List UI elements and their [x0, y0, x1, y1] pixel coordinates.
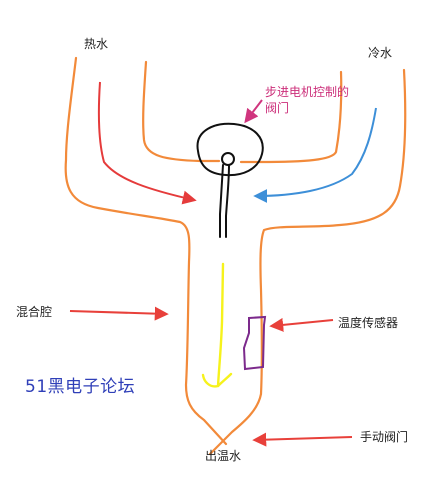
mixing-chamber-pointer-arrow [69, 306, 169, 321]
hot-water-label: 热水 [84, 37, 109, 51]
pipe-left-outer [64, 56, 228, 446]
forum-watermark: 51黑电子论坛 [25, 377, 136, 397]
temperature-sensor [242, 315, 267, 371]
pipe-hot-inner [142, 60, 221, 163]
mixed-water-flow-arrow [201, 262, 233, 388]
manual-valve-pointer-arrow [252, 432, 353, 447]
cold-water-flow-arrow [253, 107, 377, 203]
valve-note-label: 步进电机控制的阀门 [265, 85, 350, 115]
manual-valve-label: 手动阀门 [360, 430, 409, 444]
outlet-label: 出温水 [205, 449, 242, 463]
pipe-right-outer [208, 68, 407, 456]
temperature-sensor-pointer-arrow [269, 317, 334, 332]
valve-shaft-hub [221, 152, 235, 166]
stepper-valve [196, 122, 264, 238]
temperature-sensor-label: 温度传感器 [338, 316, 399, 330]
valve-stem [219, 164, 230, 238]
cold-water-label: 冷水 [368, 46, 393, 60]
pipe-outline [64, 56, 407, 456]
valve-note-pointer-arrow [244, 99, 263, 124]
pipe-cold-inner [239, 70, 343, 164]
hot-water-flow-arrow [97, 81, 197, 205]
mixing-chamber-label: 混合腔 [16, 305, 53, 319]
valve-motor-circle [196, 122, 264, 177]
